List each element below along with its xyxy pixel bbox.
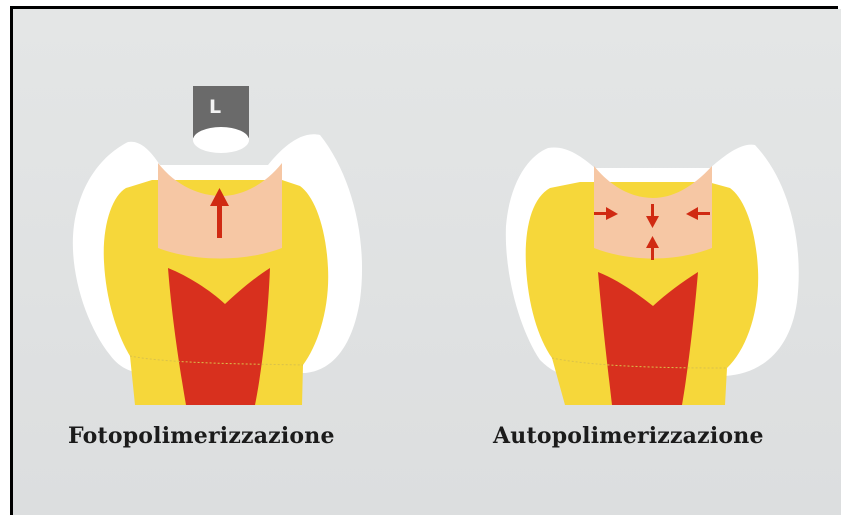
curing-lamp-tip (193, 127, 249, 153)
tooth-right (506, 145, 799, 405)
caption-photopolymerization: Fotopolimerizzazione (68, 423, 335, 459)
curing-lamp-label: L (206, 96, 224, 118)
tooth-left (73, 134, 362, 405)
caption-autopolymerization: Autopolimerizzazione (493, 423, 764, 459)
